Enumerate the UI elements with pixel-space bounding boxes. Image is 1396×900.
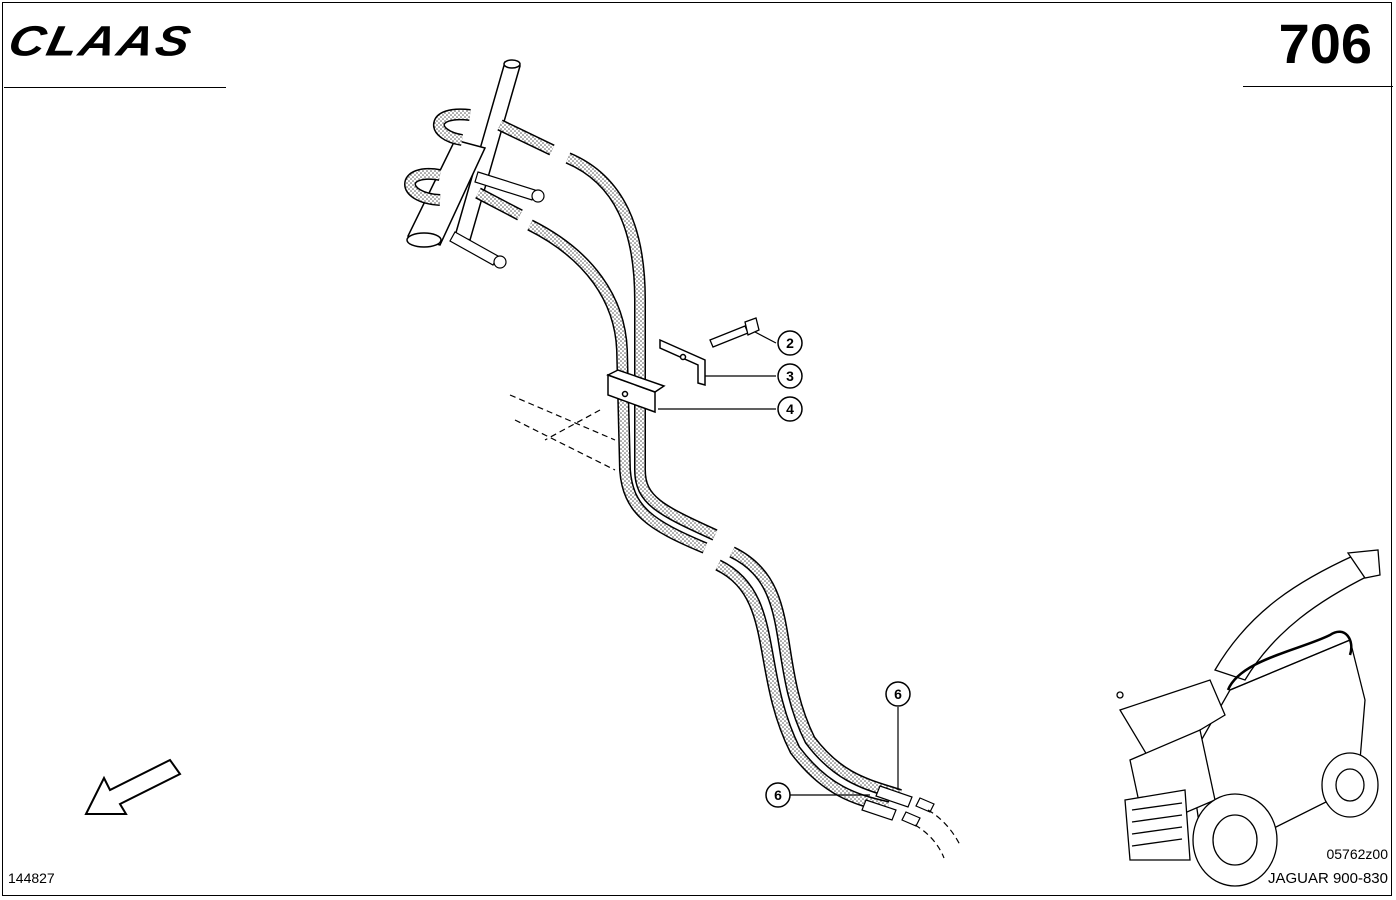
svg-text:2: 2	[786, 335, 794, 351]
callout-4: 4	[777, 396, 803, 422]
svg-text:3: 3	[786, 368, 794, 384]
clamp-bracket	[659, 338, 706, 386]
header-rule-right	[1243, 86, 1393, 87]
leader-lines	[658, 331, 899, 796]
drawing-id: 144827	[8, 870, 55, 886]
callout-6-lower: 6	[765, 782, 791, 808]
bottom-hose-fittings	[861, 785, 935, 827]
illustration-code: 05762z00	[1326, 846, 1388, 862]
svg-text:6: 6	[774, 787, 782, 803]
model-label: JAGUAR 900-830	[1267, 870, 1388, 887]
top-hose-fittings	[449, 171, 545, 269]
bolt	[709, 317, 760, 348]
page-number: 706	[1278, 12, 1372, 75]
hydraulic-cylinder	[406, 59, 521, 248]
forage-harvester-icon	[1116, 549, 1381, 887]
callout-6-upper: 6	[885, 681, 911, 707]
direction-arrow-icon	[84, 758, 182, 815]
svg-text:4: 4	[786, 401, 794, 417]
hydraulic-hose-pair	[475, 119, 902, 813]
svg-text:6: 6	[894, 686, 902, 702]
callout-3: 3	[777, 363, 803, 389]
header-rule-left	[4, 87, 226, 88]
hose-clamp-block	[606, 369, 666, 414]
callout-2: 2	[777, 330, 803, 356]
hose-loops	[404, 108, 471, 206]
continuation-lines	[509, 394, 961, 859]
